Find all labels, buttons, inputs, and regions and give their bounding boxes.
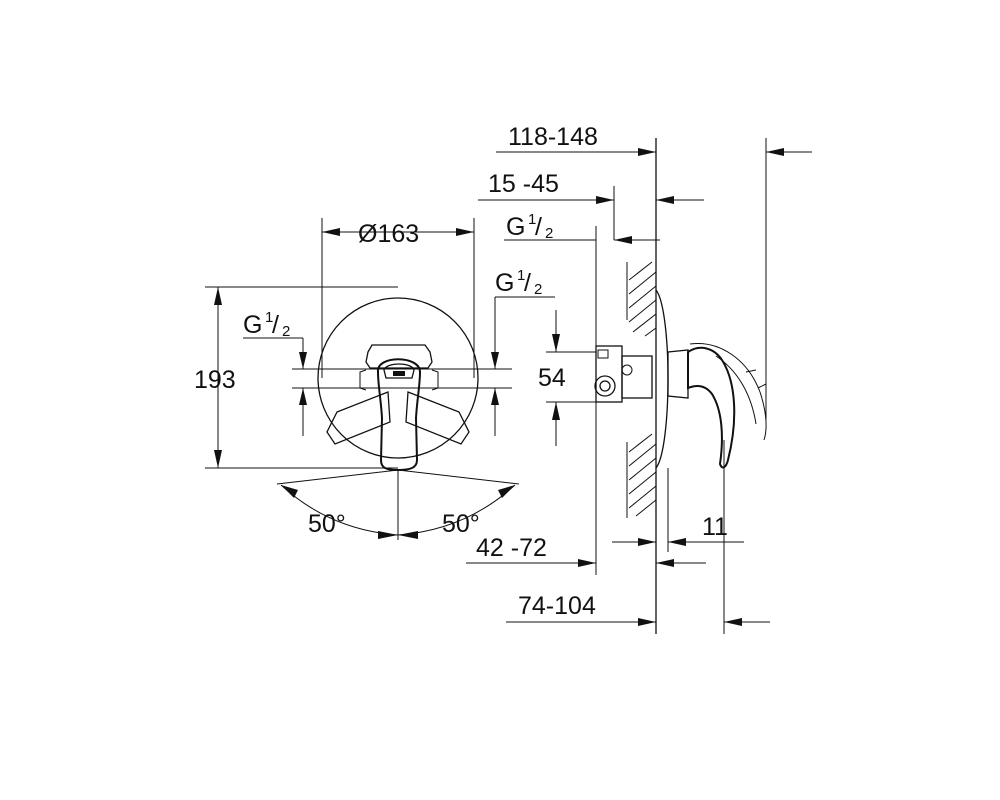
dim-74-104-label: 74-104 <box>518 592 596 620</box>
handle-swing-ghost-b <box>757 383 767 389</box>
arrow-11-right <box>668 538 686 546</box>
dim-15-45-label: 15 -45 <box>488 170 559 198</box>
lever-handle <box>377 358 422 472</box>
dim-42-72-label: 42 -72 <box>476 534 547 562</box>
arrow-54-top <box>552 334 560 352</box>
arrow-42-72-right <box>656 559 674 567</box>
handle-swing-arc-outer <box>689 343 767 441</box>
diameter-label: Ø163 <box>358 220 419 248</box>
cartridge-housing <box>621 355 653 399</box>
arrow-left-thread-top <box>299 352 307 369</box>
cartridge-outline <box>365 344 433 369</box>
arrow-74-104 <box>638 618 656 626</box>
arrow-11-left <box>638 538 656 546</box>
thread-left-den: 2 <box>282 323 290 340</box>
arrow-side-thread <box>614 236 632 244</box>
thread-right-g: G <box>495 269 514 297</box>
arrow-diameter-left <box>322 228 340 236</box>
cartridge-side-lugs <box>359 369 439 391</box>
angle-left-label: 50° <box>308 510 346 538</box>
thread-right-slash: / <box>524 269 531 297</box>
rosette-circle <box>317 297 479 459</box>
angle-ray-right <box>397 469 520 485</box>
arrow-118-148-right <box>766 148 784 156</box>
lever-indicator <box>393 371 405 376</box>
dim-118-148-label: 118-148 <box>508 123 598 151</box>
arrow-diameter-right <box>456 228 474 236</box>
lever-cap-plate <box>383 363 415 379</box>
arrow-height-top <box>214 287 222 305</box>
handle-side-profile <box>687 346 736 469</box>
angle-ray-left <box>276 469 399 485</box>
thread-left-g: G <box>243 311 262 339</box>
thread-side-den: 2 <box>545 225 553 242</box>
handle-base <box>667 349 689 399</box>
arrow-118-148 <box>638 148 656 156</box>
thread-right-num: 1 <box>517 267 525 284</box>
arrow-42-72 <box>578 559 596 567</box>
dim-54-label: 54 <box>538 364 566 392</box>
arrow-15-45 <box>596 196 614 204</box>
wall-hatching <box>626 261 657 518</box>
thread-side-slash: / <box>535 213 542 241</box>
thread-side-g: G <box>506 213 525 241</box>
height-label: 193 <box>194 366 236 394</box>
outlet-bore <box>599 380 611 392</box>
rosette-profile <box>655 289 669 469</box>
arrow-angle-left-inner <box>378 531 398 539</box>
arrow-height-bottom <box>214 450 222 468</box>
concealed-body <box>595 345 623 403</box>
housing-screw <box>621 364 633 376</box>
arrow-angle-right-inner <box>398 531 418 539</box>
arrow-right-thread-bottom <box>491 388 499 405</box>
side-view: 118-148 15 -45 G 1 / 2 54 11 <box>466 123 812 634</box>
dim-11-label: 11 <box>702 513 728 541</box>
angle-right-label: 50° <box>442 510 480 538</box>
front-view: Ø163 193 G 1 / 2 G 1 / 2 <box>194 218 555 540</box>
arrow-74-104-right <box>724 618 742 626</box>
outlet-ring <box>594 375 616 397</box>
thread-left-slash: / <box>272 311 279 339</box>
arrow-15-45-right <box>656 196 674 204</box>
arrow-angle-right-outer <box>498 485 515 498</box>
handle-swing-arc-inner <box>715 355 757 425</box>
handle-swing-ghost-a <box>745 369 757 373</box>
arrow-left-thread-bottom <box>299 388 307 405</box>
thread-side-num: 1 <box>528 211 536 228</box>
arrow-54-bottom <box>552 402 560 420</box>
thread-left-num: 1 <box>265 309 273 326</box>
lever-ghost-right <box>405 391 470 445</box>
lever-ghost-left <box>326 391 391 445</box>
arrow-angle-left-outer <box>281 485 298 498</box>
thread-right-den: 2 <box>534 281 542 298</box>
arrow-right-thread-top <box>491 352 499 369</box>
body-marker <box>597 349 609 359</box>
